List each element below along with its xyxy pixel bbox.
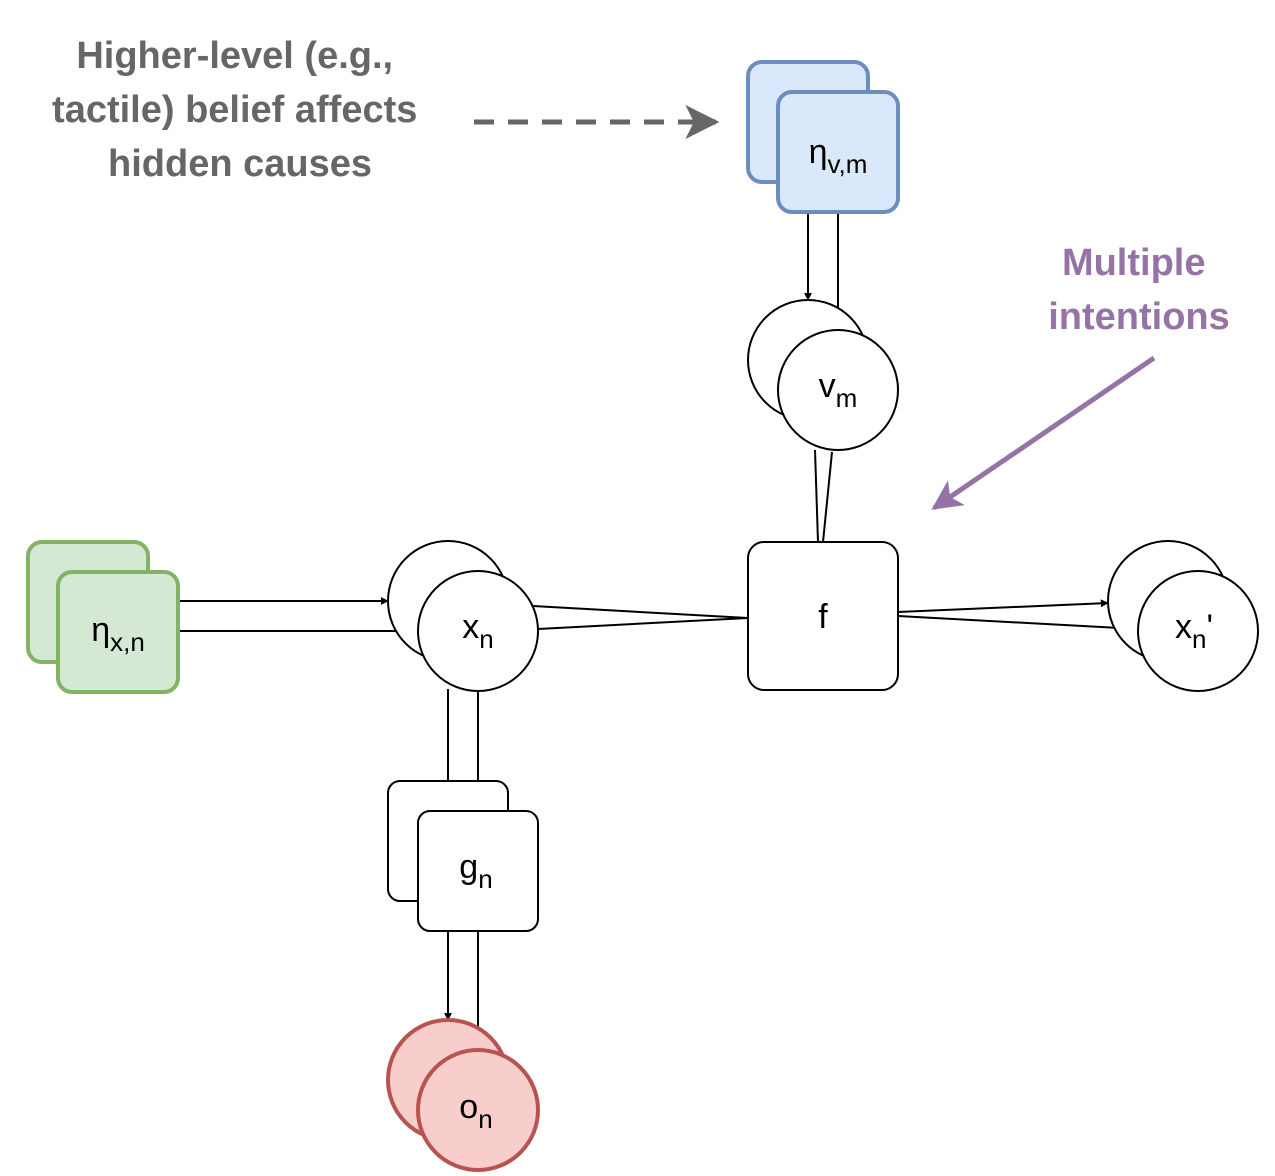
- higher-level-note: Higher-level (e.g., tactile) belief affe…: [52, 35, 428, 185]
- node-eta-x: ηx,n: [26, 540, 180, 694]
- edge-f-to-xnext-front: [897, 615, 1139, 633]
- edge-x-to-f-front: [537, 617, 749, 630]
- edge-v-to-f-back: [814, 449, 819, 543]
- multiple-intentions-arrow: [931, 355, 1156, 511]
- node-v: vm: [747, 299, 899, 451]
- node-eta-v-label: ηv,m: [809, 133, 868, 179]
- higher-level-line-2: tactile) belief affects: [52, 89, 417, 131]
- node-f-box: [747, 541, 899, 691]
- node-v-front: [777, 329, 899, 451]
- node-x-next: xn': [1107, 540, 1259, 692]
- node-g-label: gn: [459, 848, 492, 894]
- edges: [180, 182, 1139, 1051]
- node-f: f: [747, 541, 899, 691]
- node-o-front: [416, 1048, 540, 1172]
- node-o: on: [386, 1018, 540, 1172]
- node-x-next-label: xn': [1175, 608, 1213, 654]
- multiple-intentions-note: Multiple intentions: [1048, 242, 1230, 338]
- node-eta-v: ηv,m: [746, 60, 900, 214]
- node-o-label: on: [459, 1088, 492, 1134]
- node-g-front: [417, 810, 539, 932]
- node-eta-v-front: [776, 90, 900, 214]
- node-v-label: vm: [819, 367, 858, 413]
- node-x-front: [417, 570, 539, 692]
- node-f-label: f: [818, 598, 828, 636]
- higher-level-line-3: hidden causes: [108, 143, 372, 185]
- multiple-intentions-line-2: intentions: [1048, 296, 1230, 338]
- higher-level-line-1: Higher-level (e.g.,: [76, 35, 393, 77]
- node-eta-x-label: ηx,n: [91, 611, 145, 657]
- multiple-intentions-line-1: Multiple: [1062, 242, 1206, 284]
- edge-f-to-xnext-back: [897, 599, 1109, 613]
- node-eta-x-front: [56, 570, 180, 694]
- node-x-label: xn: [462, 608, 493, 654]
- node-x: xn: [387, 540, 539, 692]
- edge-v-to-f-front: [822, 451, 833, 543]
- edge-x-to-f-back: [532, 605, 749, 619]
- node-g: gn: [387, 780, 539, 932]
- node-x-next-front: [1137, 570, 1259, 692]
